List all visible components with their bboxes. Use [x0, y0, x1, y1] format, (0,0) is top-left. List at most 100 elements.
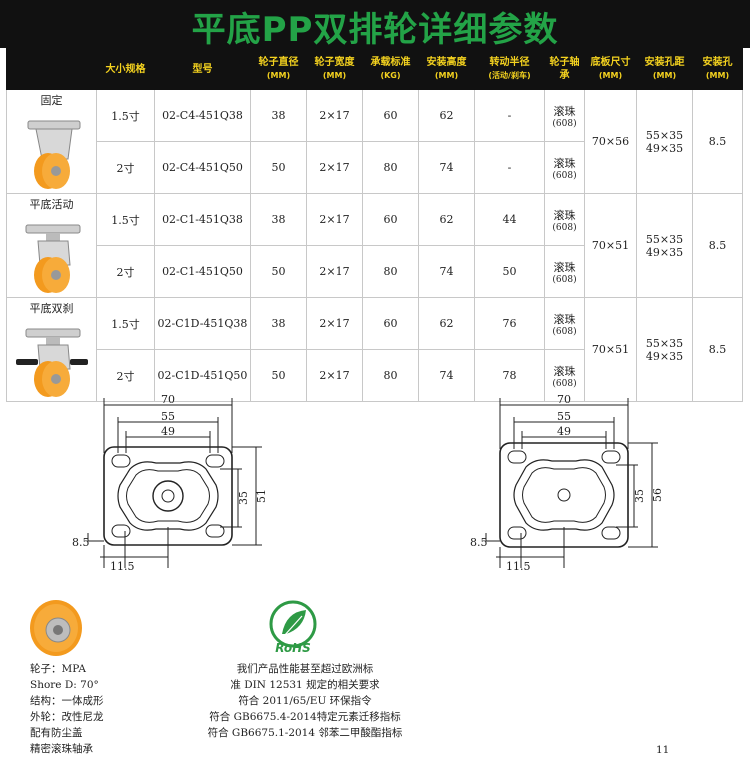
spec-table: 大小规格型号轮子直径(MM)轮子宽度(MM)承载标准(KG)安装高度(MM)转动…: [6, 48, 743, 402]
cell-height: 74: [418, 349, 475, 402]
material-spec-line: 精密滚珠轴承: [30, 743, 93, 755]
caster-type-label: 平底活动: [29, 198, 74, 211]
cell-radius: 76: [474, 297, 545, 350]
column-header: 大小规格: [96, 48, 155, 90]
material-spec-line: 外轮：改性尼龙: [30, 711, 104, 723]
bearing-code: (608): [552, 222, 577, 233]
rohs-compliance-text: 我们产品性能甚至超过欧洲标准 DIN 12531 规定的相关要求符合 2011/…: [180, 661, 430, 741]
cell-load: 80: [362, 141, 419, 194]
caster-type-cell: 固定: [6, 89, 97, 194]
column-header-unit: (KG): [380, 71, 401, 80]
column-header-unit: (活动/刹车): [488, 71, 531, 80]
dim-hole-diameter: 8.5: [470, 536, 488, 549]
column-header: 轮子宽度(MM): [306, 48, 363, 90]
bearing-type: 滚珠: [553, 208, 576, 222]
column-header-label: 轮子轴承: [549, 57, 580, 81]
caster-type-label: 固定: [40, 94, 63, 107]
column-header: [6, 48, 97, 90]
dim-hole-spacing-35: 35: [237, 491, 250, 505]
bearing-type: 滚珠: [553, 312, 576, 326]
cell-hole: 8.5: [692, 89, 743, 194]
dim-hole-spacing-49: 49: [161, 425, 175, 438]
cell-diameter: 50: [250, 349, 307, 402]
compliance-line: 符合 GB6675.4-2014特定元素迁移指标: [209, 711, 401, 723]
dim-width: 70: [161, 393, 175, 406]
cell-width: 2×17: [306, 245, 363, 298]
dim-hole-offset: 11.5: [110, 560, 135, 573]
cell-model: 02-C4-451Q50: [154, 141, 251, 194]
column-header-label: 承载标准: [370, 57, 411, 68]
cell-size: 2寸: [96, 141, 155, 194]
material-spec-line: 轮子：MPA: [30, 663, 86, 675]
dim-hole-diameter: 8.5: [72, 536, 90, 549]
cell-load: 60: [362, 89, 419, 142]
wheel-icon: [30, 600, 82, 656]
cell-bearing: 滚珠(608): [544, 245, 585, 298]
cell-width: 2×17: [306, 141, 363, 194]
cell-model: 02-C1-451Q50: [154, 245, 251, 298]
cell-diameter: 38: [250, 297, 307, 350]
column-header: 转动半径(活动/刹车): [474, 48, 545, 90]
cell-bearing: 滚珠(608): [544, 349, 585, 402]
cell-radius: 50: [474, 245, 545, 298]
column-header-unit: (MM): [266, 71, 291, 80]
cell-diameter: 50: [250, 245, 307, 298]
base-plate-drawing-fixed: 70 55 49 35 56 8.5 11.5: [470, 393, 664, 573]
cell-load: 60: [362, 297, 419, 350]
column-header: 底板尺寸(MM): [584, 48, 637, 90]
bearing-code: (608): [552, 274, 577, 285]
cell-diameter: 50: [250, 141, 307, 194]
compliance-line: 符合 2011/65/EU 环保指令: [238, 695, 372, 707]
cell-radius: 44: [474, 193, 545, 246]
double-brake-caster-icon: [7, 319, 96, 401]
table-header-row: 大小规格型号轮子直径(MM)轮子宽度(MM)承载标准(KG)安装高度(MM)转动…: [6, 48, 743, 90]
dim-hole-spacing-49: 49: [557, 425, 571, 438]
page-title: 平底PP双排轮详细参数: [191, 10, 559, 50]
cell-height: 74: [418, 245, 475, 298]
fixed-caster-icon: [7, 111, 96, 193]
column-header-label: 轮子宽度: [314, 57, 355, 68]
compliance-line: 符合 GB6675.1-2014 邻苯二甲酸酯指标: [207, 727, 403, 739]
cell-plate-size: 70×56: [584, 89, 637, 194]
column-header-label: 安装孔: [702, 57, 733, 68]
cell-size: 1.5寸: [96, 89, 155, 142]
cell-load: 60: [362, 193, 419, 246]
material-spec-line: Shore D: 70°: [30, 679, 99, 691]
cell-diameter: 38: [250, 89, 307, 142]
dim-hole-offset: 11.5: [506, 560, 531, 573]
bearing-code: (608): [552, 378, 577, 389]
swivel-caster-icon: [7, 215, 96, 297]
column-header: 轮子直径(MM): [250, 48, 307, 90]
hole-spacing-2: 49×35: [645, 245, 684, 259]
hole-spacing-1: 55×35: [645, 232, 684, 246]
hole-spacing-1: 55×35: [645, 128, 684, 142]
bearing-code: (608): [552, 118, 577, 129]
bearing-type: 滚珠: [553, 260, 576, 274]
column-header-unit: (MM): [434, 71, 459, 80]
bearing-code: (608): [552, 170, 577, 181]
caster-type-label: 平底双刹: [29, 302, 74, 315]
cell-model: 02-C1D-451Q38: [154, 297, 251, 350]
caster-type-cell: 平底活动: [6, 193, 97, 298]
cell-load: 80: [362, 349, 419, 402]
material-spec-line: 结构：一体成形: [30, 695, 104, 707]
cell-model: 02-C4-451Q38: [154, 89, 251, 142]
cell-model: 02-C1-451Q38: [154, 193, 251, 246]
cell-model: 02-C1D-451Q50: [154, 349, 251, 402]
column-header-label: 安装孔距: [644, 57, 685, 68]
bearing-type: 滚珠: [553, 364, 576, 378]
cell-radius: -: [474, 141, 545, 194]
column-header: 承载标准 (KG): [362, 48, 419, 90]
column-header-unit: (MM): [652, 71, 677, 80]
cell-bearing: 滚珠(608): [544, 193, 585, 246]
column-header: 轮子轴承: [544, 48, 585, 90]
bearing-code: (608): [552, 326, 577, 337]
cell-size: 2寸: [96, 245, 155, 298]
cell-height: 62: [418, 297, 475, 350]
